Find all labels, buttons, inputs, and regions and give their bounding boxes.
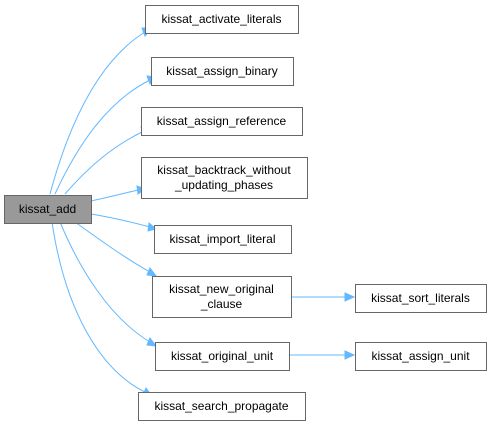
edge-original-unit-to-assign-unit [289, 350, 356, 360]
edge-add-to-assign-reference [64, 126, 151, 195]
node-new-original-clause[interactable]: kissat_new_original_clause [152, 276, 292, 318]
node-box [138, 392, 306, 421]
node-box [154, 225, 292, 254]
node-label: kissat_original_unit [171, 349, 274, 363]
edge-add-to-new-original-clause [74, 221, 158, 277]
edge-add-to-import-literal [90, 213, 158, 232]
node-label: kissat_activate_literals [161, 12, 281, 26]
edge-add-to-backtrack [90, 185, 147, 202]
node-box [145, 5, 299, 34]
call-nodes: kissat_add kissat_activate_literalskissat… [4, 5, 487, 421]
node-label: kissat_backtrack_without [157, 163, 291, 177]
node-original-unit[interactable]: kissat_original_unit [155, 342, 290, 371]
node-label: kissat_assign_binary [166, 64, 277, 78]
node-box [155, 342, 290, 371]
node-import-literal[interactable]: kissat_import_literal [154, 225, 292, 254]
node-box [141, 107, 303, 136]
edge-add-to-original-unit [59, 221, 158, 347]
node-label: kissat_assign_unit [371, 349, 470, 363]
edge-new-original-clause-to-sort-literals [290, 292, 356, 302]
node-sort-literals[interactable]: kissat_sort_literals [355, 284, 487, 313]
node-activate-literals[interactable]: kissat_activate_literals [145, 5, 299, 34]
node-label: kissat_search_propagate [154, 399, 288, 413]
node-box [355, 284, 487, 313]
node-label: kissat_assign_reference [157, 114, 287, 128]
node-label: _clause [200, 297, 243, 311]
node-backtrack[interactable]: kissat_backtrack_without_updating_phases [141, 157, 308, 199]
node-box [151, 57, 294, 86]
node-assign-binary[interactable]: kissat_assign_binary [151, 57, 294, 86]
node-box [152, 276, 292, 318]
node-assign-unit[interactable]: kissat_assign_unit [355, 342, 487, 371]
node-label: _updating_phases [174, 178, 273, 192]
node-box [4, 195, 92, 224]
node-search-propagate[interactable]: kissat_search_propagate [138, 392, 306, 421]
node-kissat-add[interactable]: kissat_add [4, 195, 92, 224]
node-box [355, 342, 487, 371]
node-assign-reference[interactable]: kissat_assign_reference [141, 107, 303, 136]
node-label: kissat_sort_literals [371, 291, 470, 305]
node-label: kissat_import_literal [169, 232, 275, 246]
node-label: kissat_new_original [169, 282, 274, 296]
edge-add-to-search-propagate [51, 221, 154, 397]
edge-add-to-assign-binary [54, 75, 157, 195]
edge-add-to-activate-literals [49, 27, 154, 195]
node-label: kissat_add [19, 202, 76, 216]
node-box [141, 157, 308, 199]
